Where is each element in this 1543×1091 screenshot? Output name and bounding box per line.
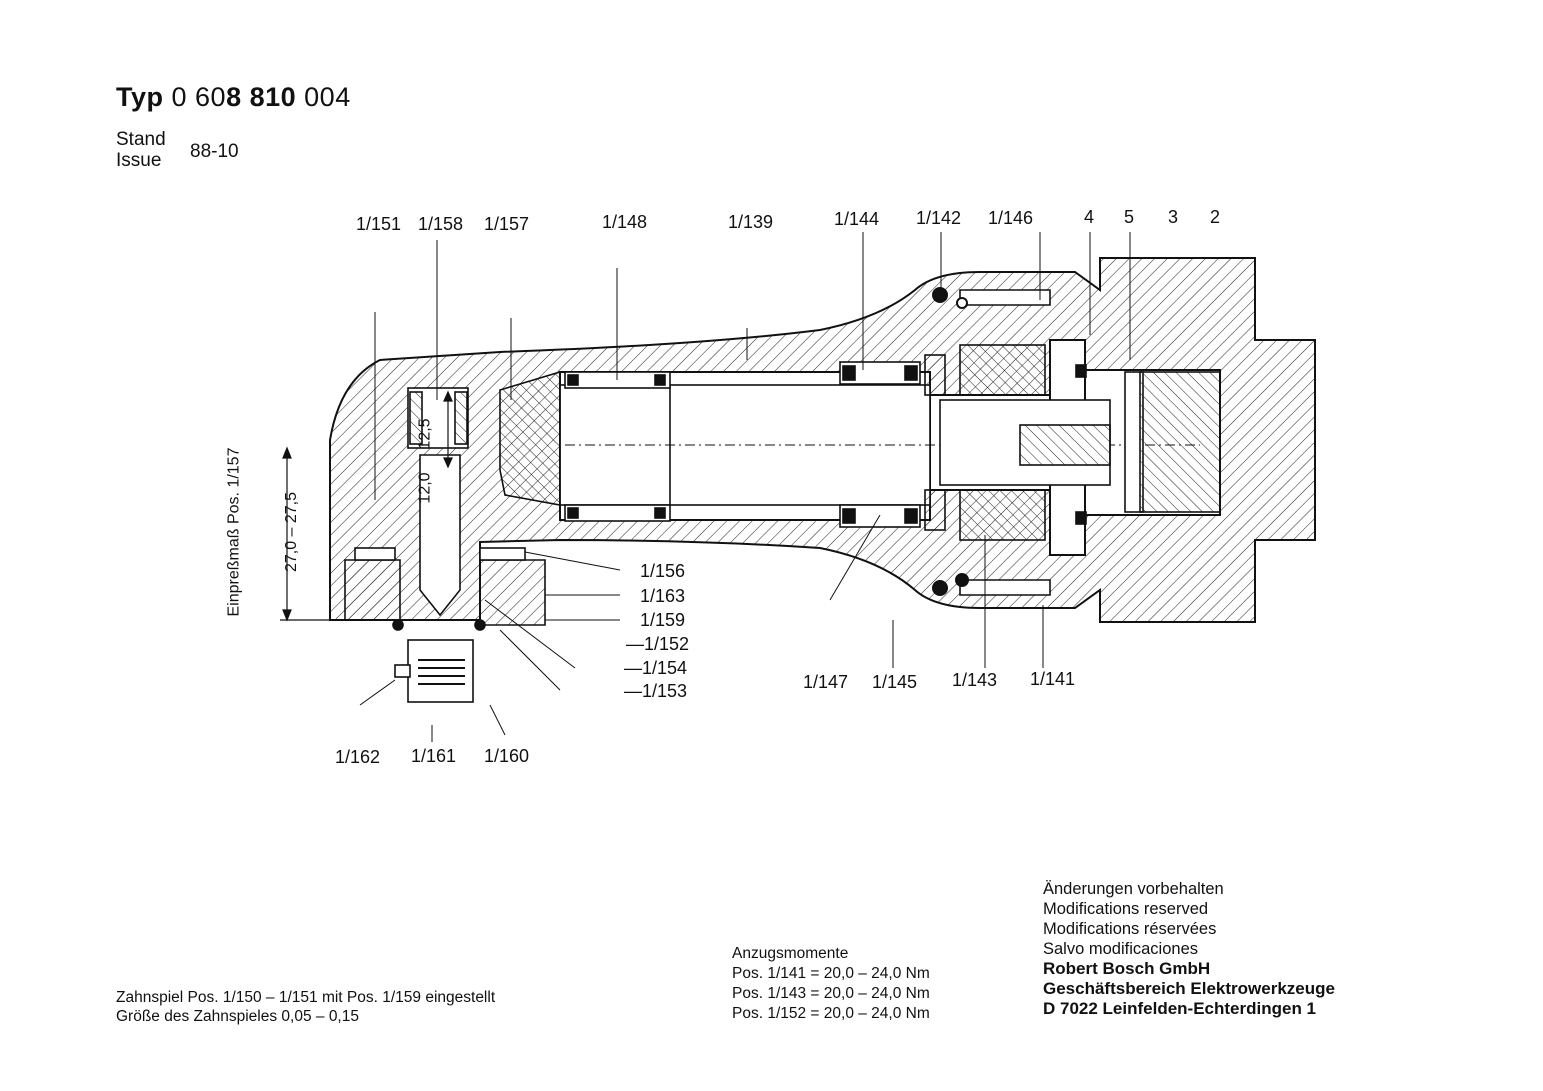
callout-1-151: 1/151 [356,214,402,234]
callout-1-144: 1/144 [834,209,880,229]
callout-1-160: 1/160 [484,746,530,766]
notice-de: Änderungen vorbehalten [1043,880,1224,898]
callout-1-156: 1/156 [640,561,686,581]
callout-1-143: 1/143 [952,670,998,690]
footnote-line-1: Zahnspiel Pos. 1/150 – 1/151 mit Pos. 1/… [116,989,496,1006]
part-number-b: 8 810 [226,82,297,112]
spring-assembly [394,639,474,703]
issue-date: 88-10 [190,141,239,162]
company-block: Änderungen vorbehalten Modifications res… [1043,879,1335,1019]
issue-label: Issue [116,150,162,171]
backlash-footnote: Zahnspiel Pos. 1/150 – 1/151 mit Pos. 1/… [116,988,495,1026]
notice-fr: Modifications réservées [1043,920,1217,938]
callout-2: 2 [1210,207,1221,227]
callout-1-153: —1/153 [624,681,688,701]
callout-4: 4 [1084,207,1095,227]
callout-1-162: 1/162 [335,747,381,767]
callout-1-163: 1/163 [640,586,686,606]
callout-1-148: 1/148 [602,212,648,232]
torque-line-1: Pos. 1/141 = 20,0 – 24,0 Nm [732,965,930,982]
bevel-gear [499,370,561,506]
dimension-inner-max: 12,5 [416,418,434,450]
company-address: D 7022 Leinfelden-Echterdingen 1 [1043,999,1317,1018]
clamp-collar [924,289,1221,596]
stand-issue-labels: Stand Issue [116,129,166,171]
torque-spec: Anzugsmomente Pos. 1/141 = 20,0 – 24,0 N… [732,944,930,1024]
callout-1-139: 1/139 [728,212,774,232]
main-spindle [559,384,1200,506]
stand-label: Stand [116,129,166,150]
company-name: Robert Bosch GmbH [1043,959,1211,978]
callout-1-159: 1/159 [640,610,686,630]
callout-5: 5 [1124,207,1135,227]
torque-line-2: Pos. 1/143 = 20,0 – 24,0 Nm [732,985,930,1002]
footnote-line-2: Größe des Zahnspieles 0,05 – 0,15 [116,1008,359,1025]
callout-1-142: 1/142 [916,208,962,228]
typ-label: Typ [116,82,164,112]
callout-1-157: 1/157 [484,214,530,234]
leader-lines [359,232,1131,742]
callout-1-147: 1/147 [803,672,849,692]
callout-3: 3 [1168,207,1179,227]
dimension-inner-min: 12,0 [416,472,434,504]
torque-line-3: Pos. 1/152 = 20,0 – 24,0 Nm [732,1005,930,1022]
notice-es: Salvo modificaciones [1043,940,1198,958]
callout-1-146: 1/146 [988,208,1034,228]
callout-1-154: —1/154 [624,658,688,678]
callout-1-145: 1/145 [872,672,918,692]
notice-en: Modifications reserved [1043,900,1209,918]
part-number-a: 0 60 [171,82,227,112]
callout-1-152: —1/152 [626,634,690,654]
part-number-c: 004 [296,82,351,112]
dimension-lines [280,390,453,622]
torque-title: Anzugsmomente [732,945,849,962]
dimension-outer-range: 27,0 – 27,5 [283,491,301,573]
o-rings [932,287,969,596]
document-title: Typ 0 608 810 004 [116,82,351,113]
press-fit-label: Einpreßmaß Pos. 1/157 [225,447,243,617]
callout-1-158: 1/158 [418,214,464,234]
callout-1-141: 1/141 [1030,669,1076,689]
callout-1-161: 1/161 [411,746,457,766]
company-division: Geschäftsbereich Elektrowerkzeuge [1043,979,1335,998]
